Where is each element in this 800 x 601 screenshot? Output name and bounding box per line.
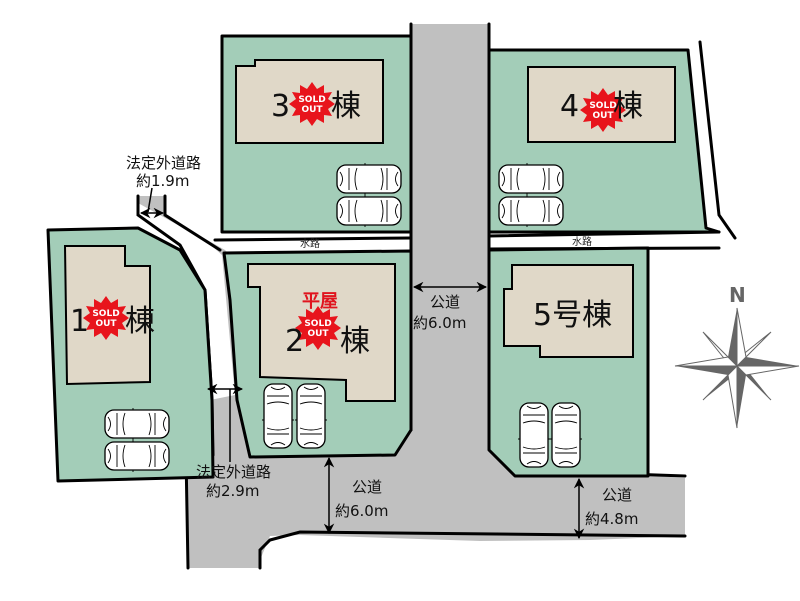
lot-2-suffix: 棟 <box>340 324 370 359</box>
sold-out-badge: SOLD OUT <box>580 88 626 132</box>
lot-1-suffix: 棟 <box>125 304 155 339</box>
svg-text:約2.9m: 約2.9m <box>206 482 259 500</box>
waterway-label: 水路 <box>300 237 320 250</box>
svg-text:SOLD: SOLD <box>298 95 325 105</box>
car-icon <box>261 383 295 449</box>
lot-4-number: 4 <box>560 89 579 124</box>
compass-north-label: N <box>729 283 746 307</box>
sold-out-badge: SOLD OUT <box>289 82 335 126</box>
svg-text:公道: 公道 <box>352 478 382 496</box>
road-public-center: 公道 約6.0m <box>412 281 488 332</box>
svg-text:法定外道路: 法定外道路 <box>196 463 271 481</box>
car-icon <box>336 162 402 196</box>
lot-4[interactable]: SOLD OUT 4 棟 <box>487 48 721 234</box>
svg-text:OUT: OUT <box>95 319 117 329</box>
road-private-path-south: 法定外道路 約2.9m <box>196 383 271 500</box>
svg-text:SOLD: SOLD <box>589 101 616 111</box>
svg-text:OUT: OUT <box>592 111 614 121</box>
car-icon <box>336 194 402 228</box>
svg-text:約6.0m: 約6.0m <box>335 502 388 520</box>
lot-3-suffix: 棟 <box>331 89 361 124</box>
svg-text:OUT: OUT <box>307 329 329 339</box>
lot-2[interactable]: 平屋 SOLD OUT 2 棟 <box>222 249 413 459</box>
lot-3-number: 3 <box>271 89 290 124</box>
hiraya-tag: 平屋 <box>302 291 338 312</box>
svg-text:約4.8m: 約4.8m <box>585 510 638 528</box>
lot-1-number: 1 <box>70 304 89 339</box>
car-icon <box>104 407 170 441</box>
car-icon <box>517 402 551 468</box>
car-icon <box>549 402 583 468</box>
compass-rose-icon: N <box>674 283 800 429</box>
car-icon <box>104 439 170 473</box>
road-public-south: 公道 約6.0m <box>323 456 388 535</box>
lot-4-suffix: 棟 <box>613 89 643 124</box>
east-boundary-line <box>698 40 737 240</box>
car-icon <box>294 383 328 449</box>
car-icon <box>498 194 564 228</box>
svg-text:SOLD: SOLD <box>92 309 119 319</box>
svg-text:OUT: OUT <box>301 105 323 115</box>
sold-out-badge: SOLD OUT <box>295 306 341 350</box>
svg-text:法定外道路: 法定外道路 <box>126 154 201 172</box>
road-public-east: 公道 約4.8m <box>573 477 638 540</box>
car-icon <box>498 162 564 196</box>
svg-text:約6.0m: 約6.0m <box>413 314 466 332</box>
svg-text:公道: 公道 <box>430 293 460 311</box>
lot-3[interactable]: SOLD OUT 3 棟 <box>220 34 413 234</box>
sold-out-badge: SOLD OUT <box>83 296 129 340</box>
lot-1[interactable]: SOLD OUT 1 棟 <box>46 226 215 483</box>
road-private-path-north: 法定外道路 約1.9m <box>126 154 201 219</box>
lot-2-number: 2 <box>285 324 304 359</box>
svg-text:SOLD: SOLD <box>304 319 331 329</box>
lot-5[interactable]: 5号棟 <box>487 246 650 478</box>
svg-text:約1.9m: 約1.9m <box>136 172 189 190</box>
waterway-label: 水路 <box>572 235 592 248</box>
lot-5-label: 5号棟 <box>533 298 612 333</box>
svg-text:公道: 公道 <box>602 486 632 504</box>
